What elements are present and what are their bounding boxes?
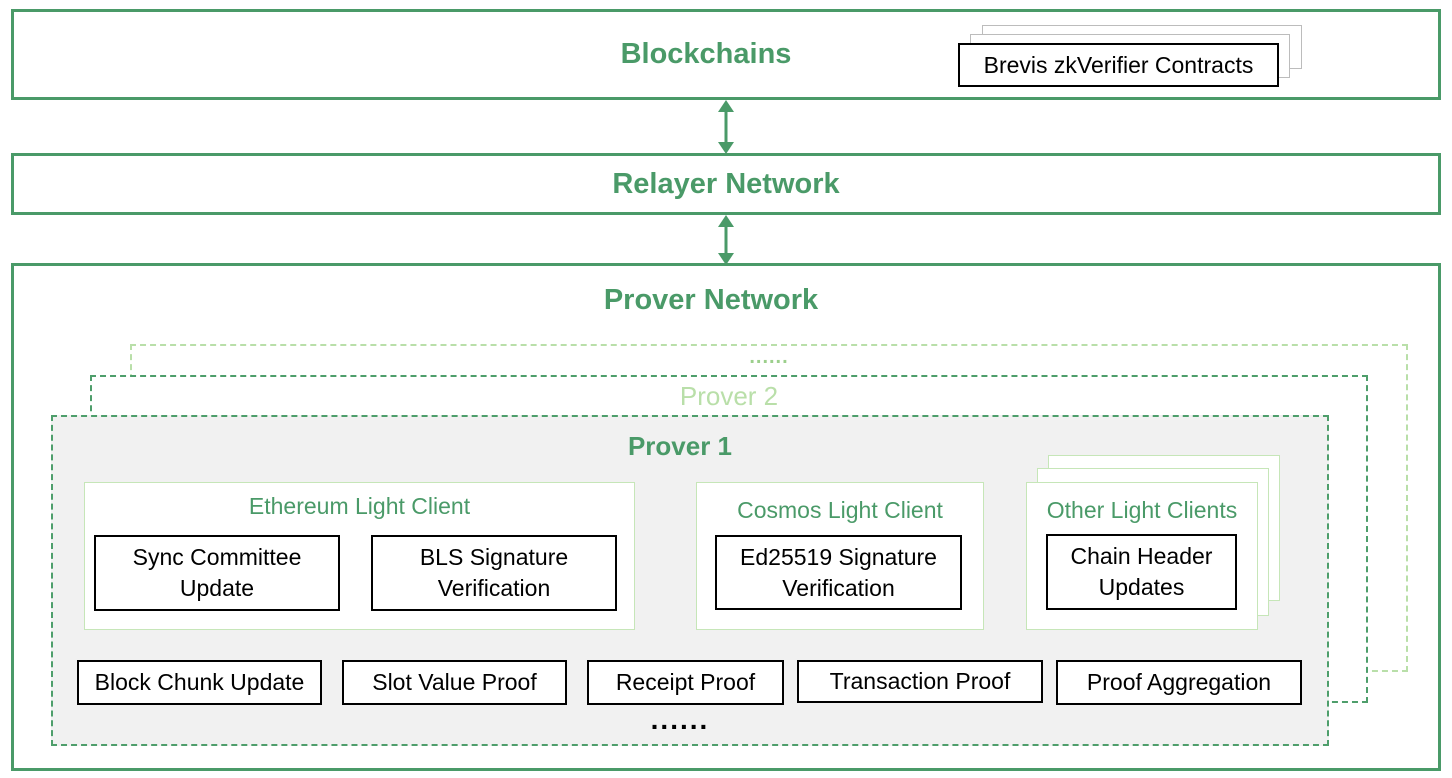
transaction-proof-label: Transaction Proof xyxy=(829,668,1011,694)
prover-1-title: Prover 1 xyxy=(627,431,733,461)
ed25519-signature-verification-label: Ed25519 Signature Verification xyxy=(740,543,937,601)
proof-aggregation-label: Proof Aggregation xyxy=(1086,669,1272,695)
block-chunk-update-label: Block Chunk Update xyxy=(94,669,305,695)
proof-aggregation-box: Proof Aggregation xyxy=(1056,660,1302,705)
more-modules-ellipsis: ...... xyxy=(650,704,710,735)
receipt-proof-label: Receipt Proof xyxy=(615,669,756,695)
bls-signature-verification-label: BLS Signature Verification xyxy=(419,544,569,601)
sync-committee-update-label: Sync Committee Update xyxy=(132,544,302,601)
slot-value-proof-box: Slot Value Proof xyxy=(342,660,567,705)
other-light-clients-title: Other Light Clients xyxy=(1046,497,1238,523)
zkverifier-contracts-label: Brevis zkVerifier Contracts xyxy=(983,51,1254,78)
zkverifier-contracts-box: Brevis zkVerifier Contracts xyxy=(958,43,1279,87)
slot-value-proof-label: Slot Value Proof xyxy=(372,669,537,695)
receipt-proof-box: Receipt Proof xyxy=(587,660,784,705)
block-chunk-update-box: Block Chunk Update xyxy=(77,660,322,705)
sync-committee-update-box: Sync Committee Update xyxy=(94,535,340,611)
cosmos-light-client-title: Cosmos Light Client xyxy=(737,497,943,523)
chain-header-updates-label: Chain Header Updates xyxy=(1070,543,1213,600)
relayer-network-title: Relayer Network xyxy=(612,168,840,200)
blockchains-relayer-arrow xyxy=(718,100,734,154)
chain-header-updates-box: Chain Header Updates xyxy=(1046,534,1237,610)
relayer-prover-arrow xyxy=(718,215,734,265)
bls-signature-verification-box: BLS Signature Verification xyxy=(371,535,617,611)
transaction-proof-box: Transaction Proof xyxy=(797,660,1043,703)
ed25519-signature-verification-box: Ed25519 Signature Verification xyxy=(715,535,962,610)
ethereum-light-client-title: Ethereum Light Client xyxy=(248,493,471,519)
prover-2-title: Prover 2 xyxy=(679,381,779,411)
blockchains-title: Blockchains xyxy=(620,38,792,70)
relayer-network-layer: Relayer Network xyxy=(11,153,1441,215)
prover-more-ellipsis: ...... xyxy=(749,346,789,368)
prover-network-title: Prover Network xyxy=(603,284,819,316)
